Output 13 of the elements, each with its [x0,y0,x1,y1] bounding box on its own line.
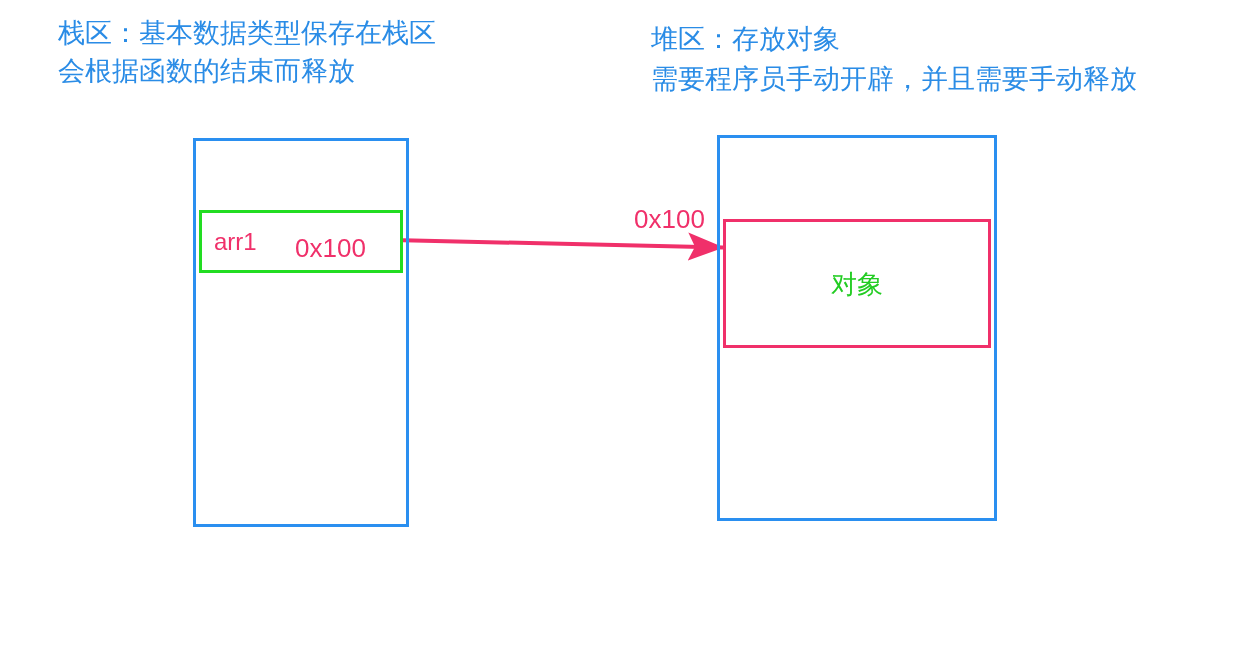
object-box [723,219,991,348]
stack-memory-box [193,138,409,527]
description-text: 需要程序员手动开辟，并且需要手动释放 [651,66,1137,93]
arrow [402,232,724,261]
heap-memory-box [717,135,997,521]
variable-box [199,210,403,273]
address-label: 0x100 [634,206,705,232]
variable-name: arr1 [214,230,257,254]
description-text: 会根据函数的结束而释放 [58,58,355,85]
heading-text: 栈区：基本数据类型保存在栈区 [58,20,436,47]
object-label: 对象 [831,270,883,297]
heading-text: 堆区：存放对象 [651,26,840,53]
address-value: 0x100 [295,235,366,261]
